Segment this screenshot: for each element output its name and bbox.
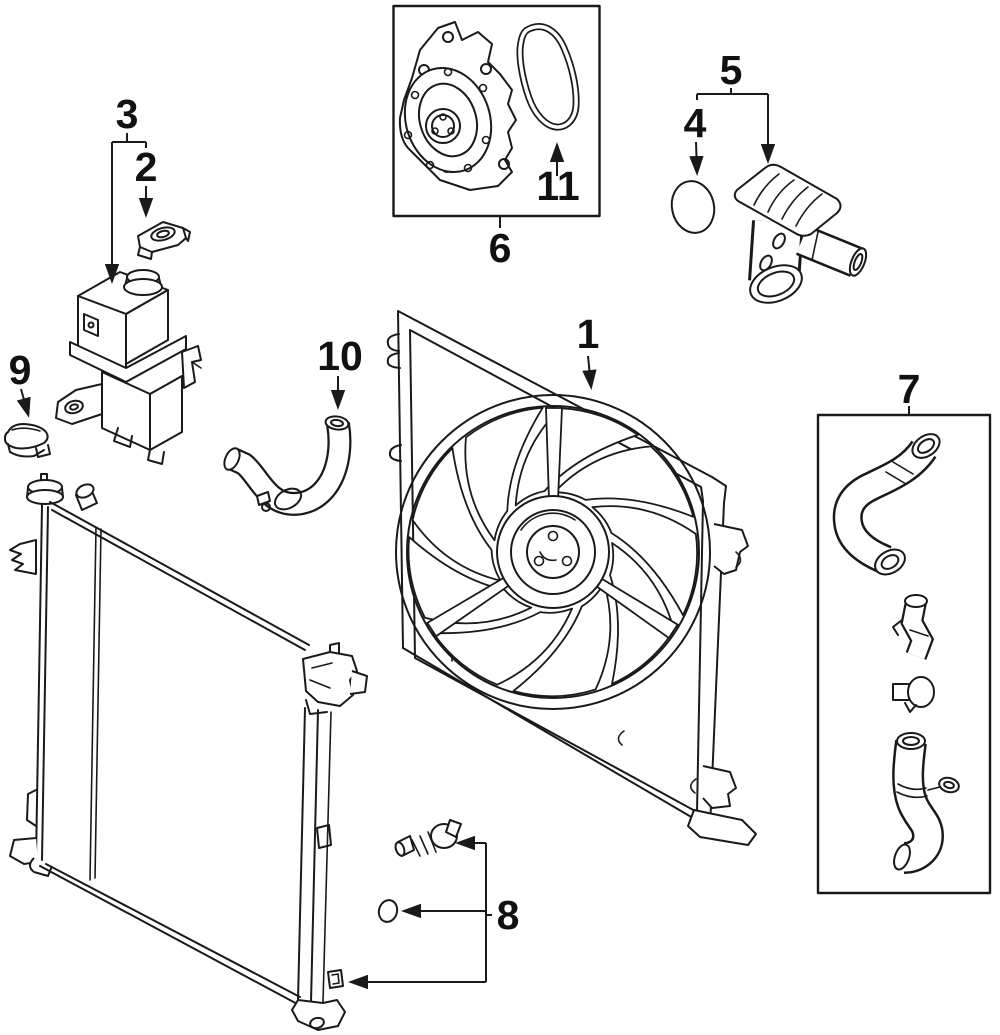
callout-label-5[interactable]: 5 bbox=[720, 47, 743, 93]
radiator-core-edge-inner bbox=[94, 528, 102, 879]
callout-arrow-4 bbox=[689, 141, 704, 176]
part-tank-cap[interactable] bbox=[3, 423, 51, 458]
callout-label-8[interactable]: 8 bbox=[497, 892, 520, 938]
radiator-bottom-foot bbox=[291, 999, 346, 1031]
radiator-filler-neck bbox=[26, 473, 98, 511]
part-reservoir-cap[interactable] bbox=[137, 221, 191, 260]
radiator-right-tank-inner bbox=[297, 707, 306, 1001]
part-radiator[interactable] bbox=[9, 473, 368, 1031]
part-drain-cock[interactable] bbox=[394, 819, 462, 857]
radiator-top-edge-inner bbox=[51, 509, 306, 651]
hose-box bbox=[816, 413, 992, 895]
callout-label-1[interactable]: 1 bbox=[577, 311, 600, 357]
callout-label-10[interactable]: 10 bbox=[317, 333, 363, 379]
radiator-left-foot-bracket bbox=[9, 837, 39, 865]
radiator-left-bracket bbox=[9, 539, 37, 575]
part-water-pump-gasket[interactable] bbox=[516, 23, 580, 131]
part-drain-cock-oring[interactable] bbox=[376, 898, 399, 924]
radiator-core-edge bbox=[89, 526, 97, 881]
reservoir-flange bbox=[69, 335, 187, 383]
callout-label-6[interactable]: 6 bbox=[489, 225, 512, 271]
callout-label-9[interactable]: 9 bbox=[9, 347, 32, 393]
callout-arrow-9 bbox=[16, 388, 31, 418]
callout-label-4[interactable]: 4 bbox=[684, 100, 707, 146]
radiator-right-bracket bbox=[302, 642, 368, 715]
callout-label-3[interactable]: 3 bbox=[116, 91, 139, 137]
callout-arrow-1 bbox=[582, 355, 597, 390]
part-water-pump[interactable] bbox=[392, 21, 517, 191]
callout-leader-3: 3 bbox=[104, 91, 147, 284]
part-hose-clamp[interactable] bbox=[892, 676, 935, 713]
radiator-left-edge bbox=[35, 504, 43, 861]
callout-leader-5: 5 bbox=[696, 47, 776, 164]
callout-leader-8: 8 bbox=[348, 835, 520, 990]
part-coolant-reservoir[interactable] bbox=[55, 269, 202, 465]
radiator-top-edge bbox=[49, 501, 310, 646]
fan-hub bbox=[496, 495, 610, 609]
radiator-right-tank-outer bbox=[322, 711, 332, 1003]
part-water-inlet[interactable] bbox=[733, 163, 870, 310]
callout-label-7[interactable]: 7 bbox=[898, 366, 921, 412]
water-pump-box bbox=[392, 4, 601, 218]
radiator-left-clip bbox=[26, 789, 37, 827]
part-fan-shroud-assembly[interactable] bbox=[377, 310, 757, 846]
radiator-bottom-edge bbox=[39, 865, 302, 1007]
radiator-left-edge-inner bbox=[41, 506, 49, 861]
radiator-right-tank-mid bbox=[310, 709, 319, 1003]
part-lower-radiator-hose[interactable] bbox=[891, 732, 960, 874]
part-inlet-gasket[interactable] bbox=[667, 177, 719, 237]
hose-clamp bbox=[256, 487, 303, 512]
part-reservoir-hose[interactable] bbox=[221, 415, 352, 516]
part-hose-connector[interactable] bbox=[892, 594, 935, 660]
radiator-tank-hole bbox=[316, 824, 332, 849]
callout-label-2[interactable]: 2 bbox=[135, 144, 158, 190]
radiator-drain-clip bbox=[327, 969, 344, 989]
part-upper-radiator-hose[interactable] bbox=[832, 429, 944, 579]
radiator-bottom-edge-inner bbox=[45, 863, 301, 998]
